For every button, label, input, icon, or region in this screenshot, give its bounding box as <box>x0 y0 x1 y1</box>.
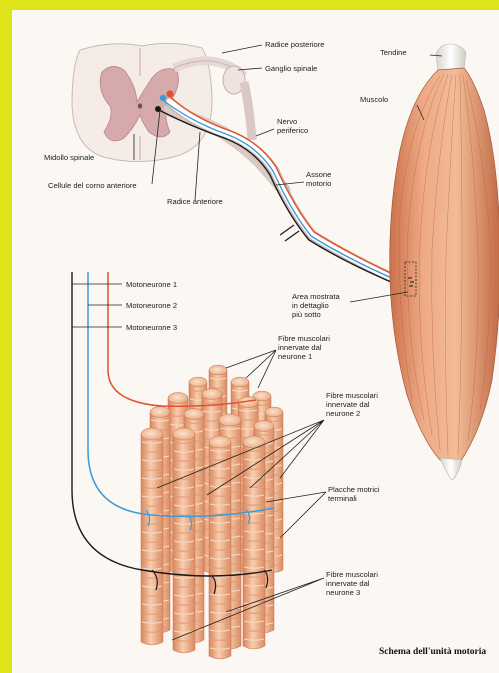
label-motoneurone-3: Motoneurone 3 <box>126 323 177 332</box>
label-fibre3-line1: Fibre muscolari <box>326 570 378 579</box>
muscle <box>390 44 499 480</box>
label-ganglio-spinale: Ganglio spinale <box>265 64 317 73</box>
label-radice-anteriore: Radice anteriore <box>167 197 223 206</box>
label-assone-line2: motorio <box>306 179 331 188</box>
label-placche-line2: terminali <box>328 494 357 503</box>
page: Radice posteriore Ganglio spinale Midoll… <box>12 10 499 673</box>
muscle-fiber <box>141 428 163 645</box>
label-nervo-line1: Nervo <box>277 117 297 126</box>
label-placche-line1: Placche motrici <box>328 485 380 494</box>
spinal-cord-section <box>72 43 284 190</box>
neuron2-cell-body <box>160 95 166 101</box>
label-muscolo: Muscolo <box>360 95 388 104</box>
tendon-bottom <box>440 458 462 480</box>
label-area-line2: in dettaglio <box>292 301 329 310</box>
label-nervo-line2: periferico <box>277 126 308 135</box>
muscle-fiber <box>173 428 195 653</box>
label-motoneurone-2: Motoneurone 2 <box>126 301 177 310</box>
label-fibre2-line1: Fibre muscolari <box>326 391 378 400</box>
muscle-fiber <box>243 436 265 649</box>
label-assone-line1: Assone <box>306 170 331 179</box>
label-area-line3: più sotto <box>292 310 321 319</box>
label-motoneurone-1: Motoneurone 1 <box>126 280 177 289</box>
label-fibre1-line3: neurone 1 <box>278 352 312 361</box>
label-fibre1-line2: innervate dal <box>278 343 322 352</box>
label-radice-posteriore: Radice posteriore <box>265 40 325 49</box>
label-midollo-spinale: Midollo spinale <box>44 153 94 162</box>
figure-caption: Schema dell'unità motoria <box>379 647 486 657</box>
label-fibre1-line1: Fibre muscolari <box>278 334 330 343</box>
label-fibre2-line3: neurone 2 <box>326 409 360 418</box>
muscle-fiber <box>209 436 231 659</box>
label-fibre3-line3: neurone 3 <box>326 588 360 597</box>
tendon-top <box>436 44 466 72</box>
label-fibre2-line2: innervate dal <box>326 400 370 409</box>
label-area-line1: Area mostrata <box>292 292 340 301</box>
motor-unit-diagram: Radice posteriore Ganglio spinale Midoll… <box>12 10 499 673</box>
neuron1-cell-body <box>166 90 173 97</box>
label-tendine: Tendine <box>380 48 407 57</box>
label-fibre3-line2: innervate dal <box>326 579 370 588</box>
fiber-bundle <box>141 365 283 659</box>
label-cellule-corno: Cellule del corno anteriore <box>48 181 137 190</box>
